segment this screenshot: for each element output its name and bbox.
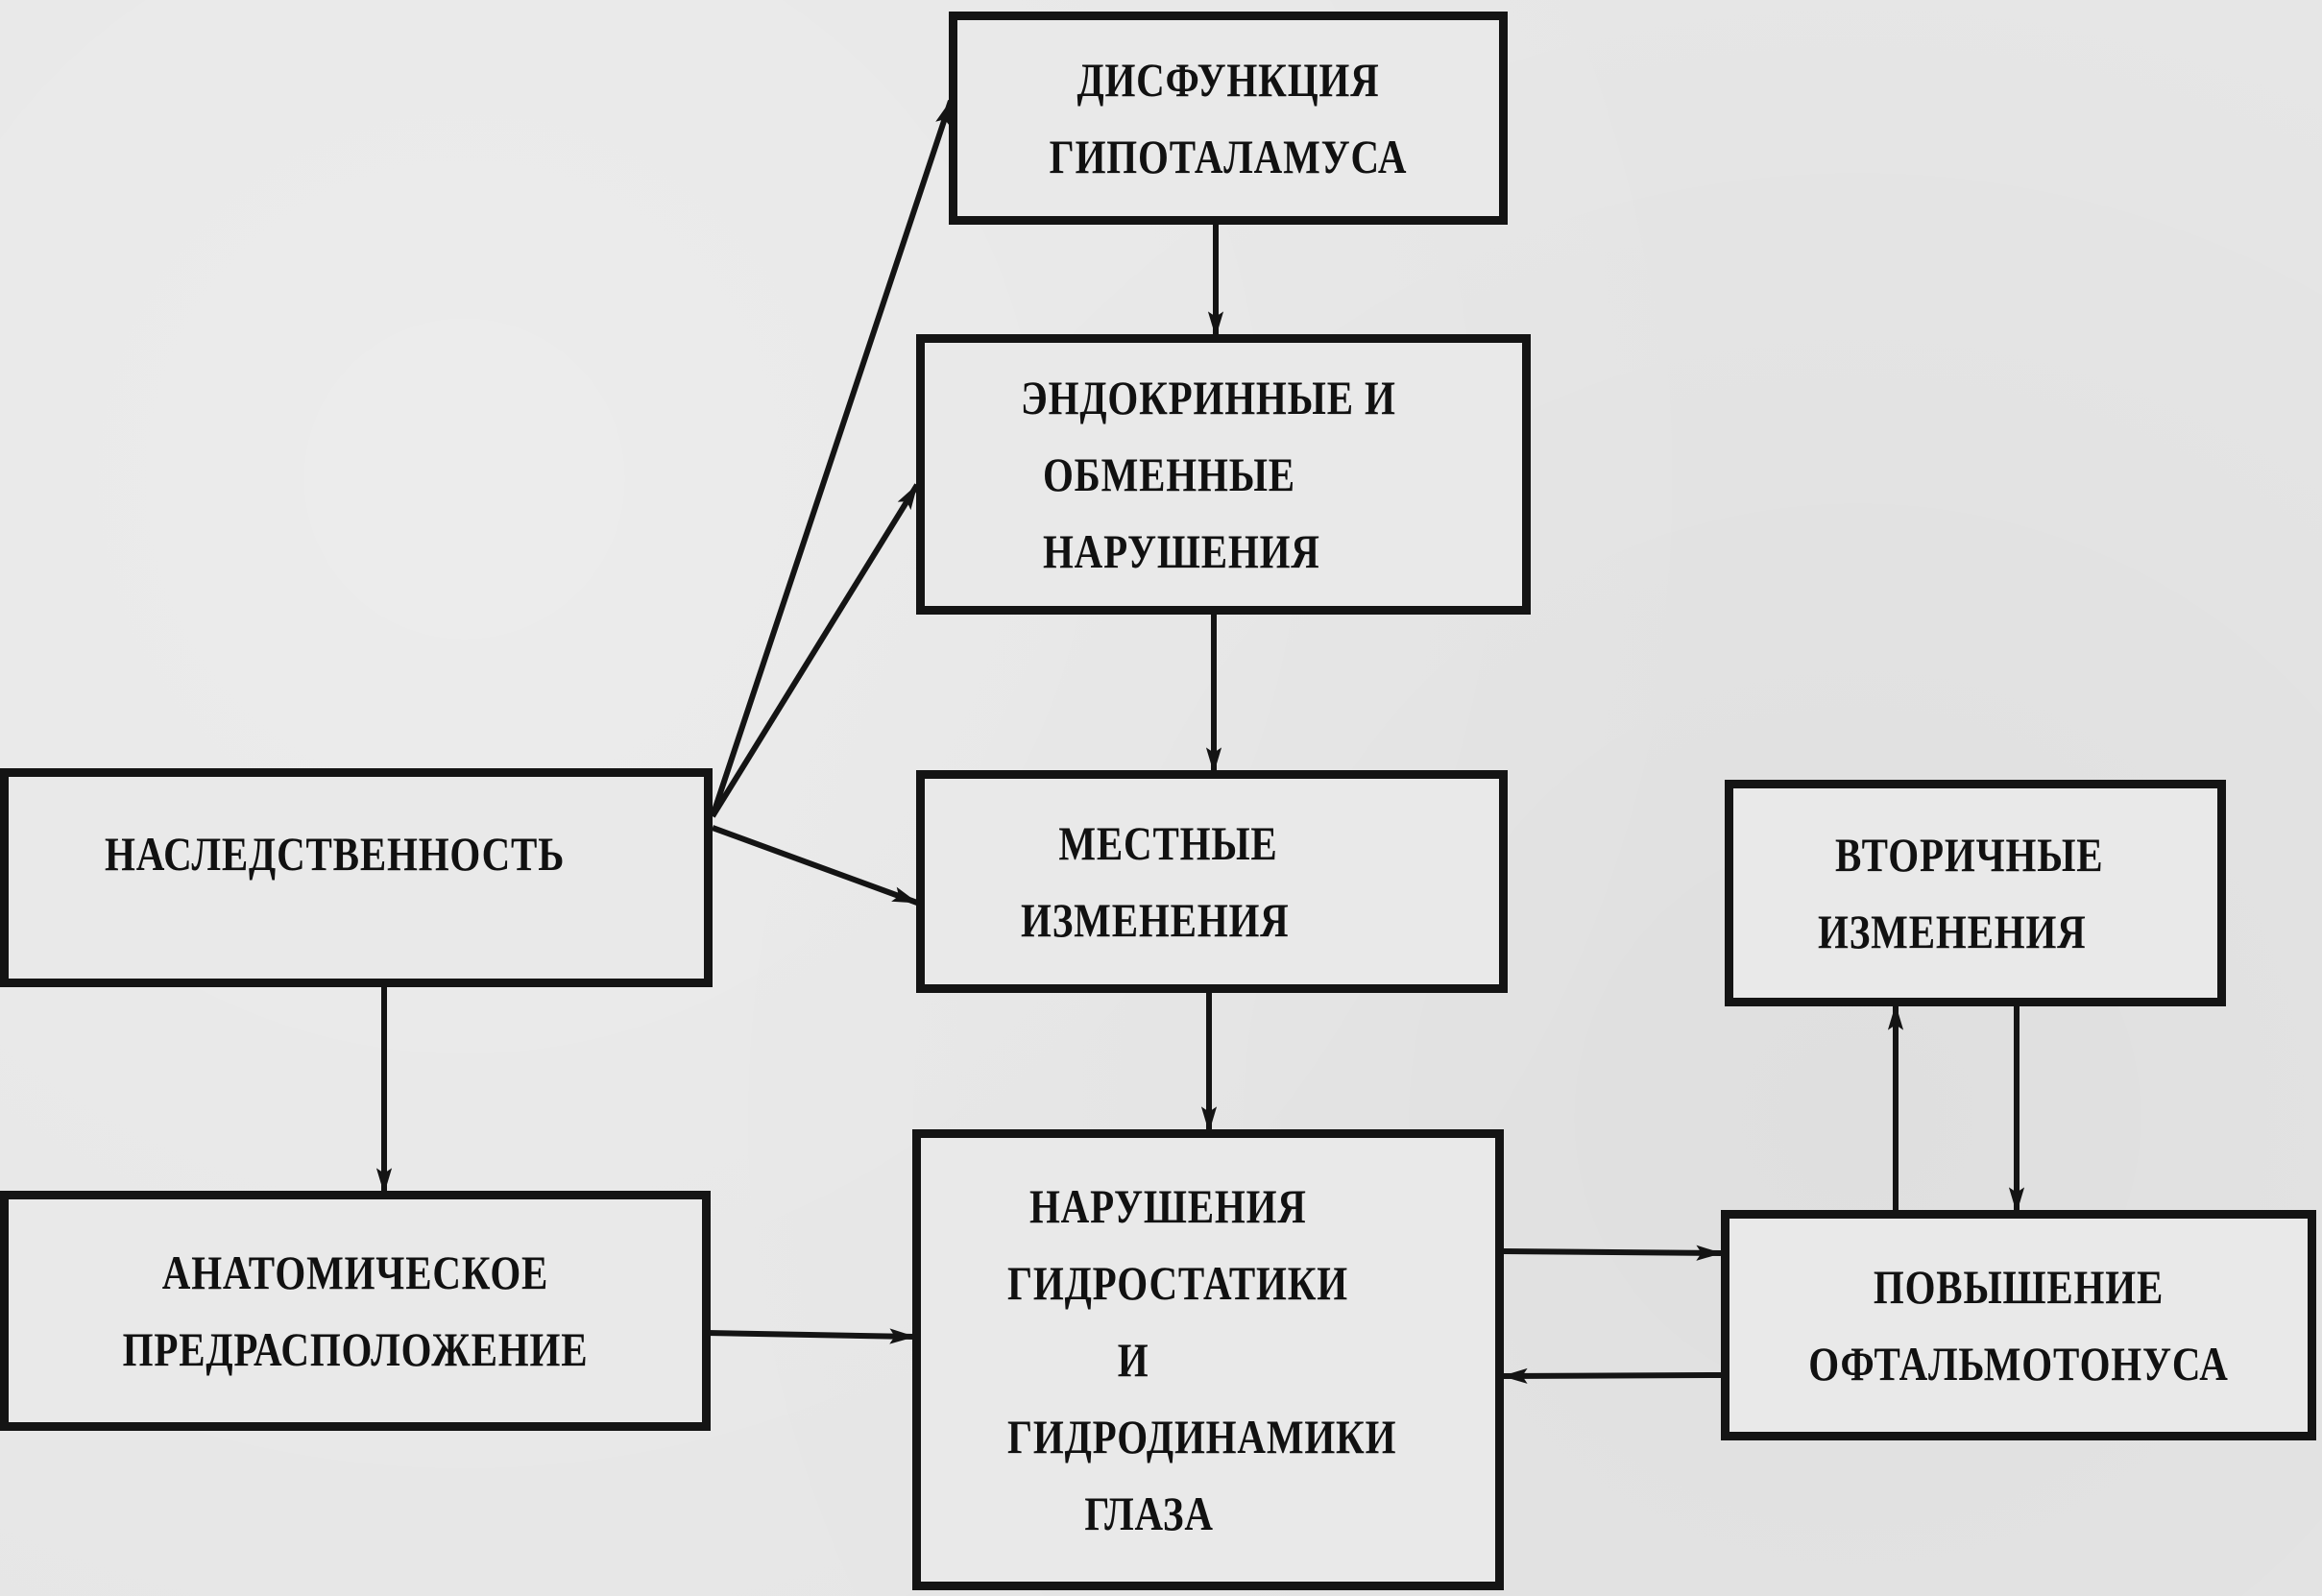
node-label-line: ПОВЫШЕНИЕ xyxy=(1873,1260,2165,1314)
node-secondary-changes: ВТОРИЧНЫЕ ИЗМЕНЕНИЯ xyxy=(1725,780,2226,1006)
node-label-line: ЭНДОКРИННЫЕ И xyxy=(1021,371,1396,424)
node-hydrostatics-hydrodynamics-disorders: НАРУШЕНИЯ ГИДРОСТАТИКИ И ГИДРОДИНАМИКИ Г… xyxy=(912,1129,1504,1590)
edge-heredity-to-local xyxy=(711,825,919,906)
node-anatomical-predisposition: АНАТОМИЧЕСКОЕ ПРЕДРАСПОЛОЖЕНИЕ xyxy=(0,1191,711,1431)
node-local-changes: МЕСТНЫЕ ИЗМЕНЕНИЯ xyxy=(916,770,1508,993)
node-label-line: МЕСТНЫЕ xyxy=(1058,816,1278,870)
edge-hydro-to-iop xyxy=(1501,1245,1723,1261)
node-label-line: И xyxy=(1117,1333,1149,1387)
node-label-line: ГИДРОДИНАМИКИ xyxy=(1007,1410,1397,1463)
node-label-line: ОФТАЛЬМОТОНУСА xyxy=(1808,1337,2229,1390)
edge-heredity-to-endocrine xyxy=(710,483,920,818)
node-label-line: ГЛАЗА xyxy=(1084,1487,1214,1540)
node-label-line: НАРУШЕНИЯ xyxy=(1028,1179,1307,1233)
node-label-line: ДИСФУНКЦИЯ xyxy=(1076,53,1380,107)
node-heredity: НАСЛЕДСТВЕННОСТЬ xyxy=(0,768,713,987)
node-label-line: ПРЕДРАСПОЛОЖЕНИЕ xyxy=(122,1322,589,1376)
edge-heredity-to-hypothalamus xyxy=(710,99,954,817)
node-label-line: ОБМЕННЫЕ xyxy=(1042,447,1295,501)
node-increased-ophthalmotonus: ПОВЫШЕНИЕ ОФТАЛЬМОТОНУСА xyxy=(1721,1210,2316,1440)
node-label-line: НАРУШЕНИЯ xyxy=(1042,524,1320,578)
node-label-line: ГИДРОСТАТИКИ xyxy=(1007,1256,1349,1310)
node-endocrine-metabolic-disorders: ЭНДОКРИННЫЕ И ОБМЕННЫЕ НАРУШЕНИЯ xyxy=(916,334,1531,615)
node-label-line: ВТОРИЧНЫЕ xyxy=(1835,828,2104,882)
edge-anatomical-to-hydro xyxy=(706,1328,916,1344)
node-label-line: ИЗМЕНЕНИЯ xyxy=(1818,905,2087,958)
node-hypothalamus-dysfunction: ДИСФУНКЦИЯ ГИПОТАЛАМУСА xyxy=(949,12,1508,225)
node-label-line: НАСЛЕДСТВЕННОСТЬ xyxy=(105,827,566,881)
node-label-line: АНАТОМИЧЕСКОЕ xyxy=(161,1245,549,1299)
edge-iop-to-hydro xyxy=(1501,1367,1722,1384)
node-label-line: ГИПОТАЛАМУСА xyxy=(1049,130,1408,183)
node-label-line: ИЗМЕНЕНИЯ xyxy=(1021,893,1290,947)
